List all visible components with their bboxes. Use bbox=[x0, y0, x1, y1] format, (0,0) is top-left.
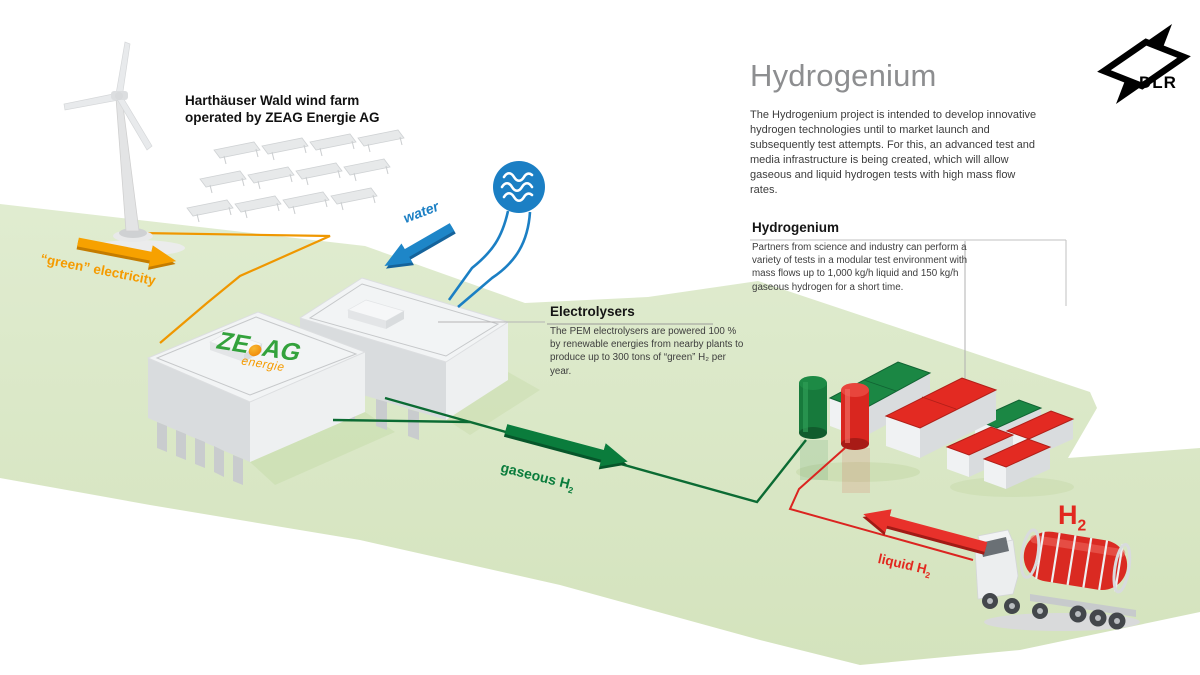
electrolysers-section-body: The PEM electrolysers are powered 100 % … bbox=[550, 326, 744, 377]
water-arrow bbox=[384, 223, 456, 269]
wind-farm-label-line2: operated by ZEAG Energie AG bbox=[185, 110, 380, 125]
electrolysers-section: Electrolysers The PEM electrolysers are … bbox=[550, 304, 748, 378]
electrolysers-section-heading: Electrolysers bbox=[550, 304, 635, 319]
truck-h2-sub: 2 bbox=[1077, 517, 1087, 535]
wind-farm-label: Harthäuser Wald wind farm operated by ZE… bbox=[185, 92, 380, 126]
electricity-arrow bbox=[76, 237, 177, 270]
truck-h2-text: H bbox=[1058, 500, 1078, 530]
hydrogenium-section-body: Partners from science and industry can p… bbox=[752, 242, 968, 293]
water-pipes bbox=[447, 210, 532, 308]
solar-farm-illustration bbox=[186, 129, 405, 223]
wind-farm-label-line1: Harthäuser Wald wind farm bbox=[185, 93, 360, 108]
storage-tanks bbox=[799, 361, 1075, 489]
zeag-building-front bbox=[146, 311, 367, 485]
dlr-logo-icon bbox=[1097, 24, 1191, 104]
liquid-h2-arrow bbox=[862, 509, 988, 555]
dlr-wordmark: DLR bbox=[1139, 73, 1177, 92]
h2-truck bbox=[974, 528, 1140, 631]
connector-lines bbox=[438, 239, 1067, 384]
page-title: Hydrogenium bbox=[750, 58, 937, 93]
wind-turbine-illustration bbox=[63, 41, 153, 242]
truck-h2-label: H2 bbox=[1058, 500, 1086, 535]
gaseous-h2-arrow bbox=[503, 424, 628, 470]
liquid-h2-pipe bbox=[788, 447, 974, 561]
water-source-icon bbox=[493, 161, 545, 213]
intro-text: The Hydrogenium project is intended to d… bbox=[750, 109, 1037, 196]
electricity-line bbox=[139, 231, 331, 344]
hydrogenium-section: Hydrogenium Partners from science and in… bbox=[752, 220, 982, 294]
hydrogenium-section-heading: Hydrogenium bbox=[752, 220, 840, 235]
